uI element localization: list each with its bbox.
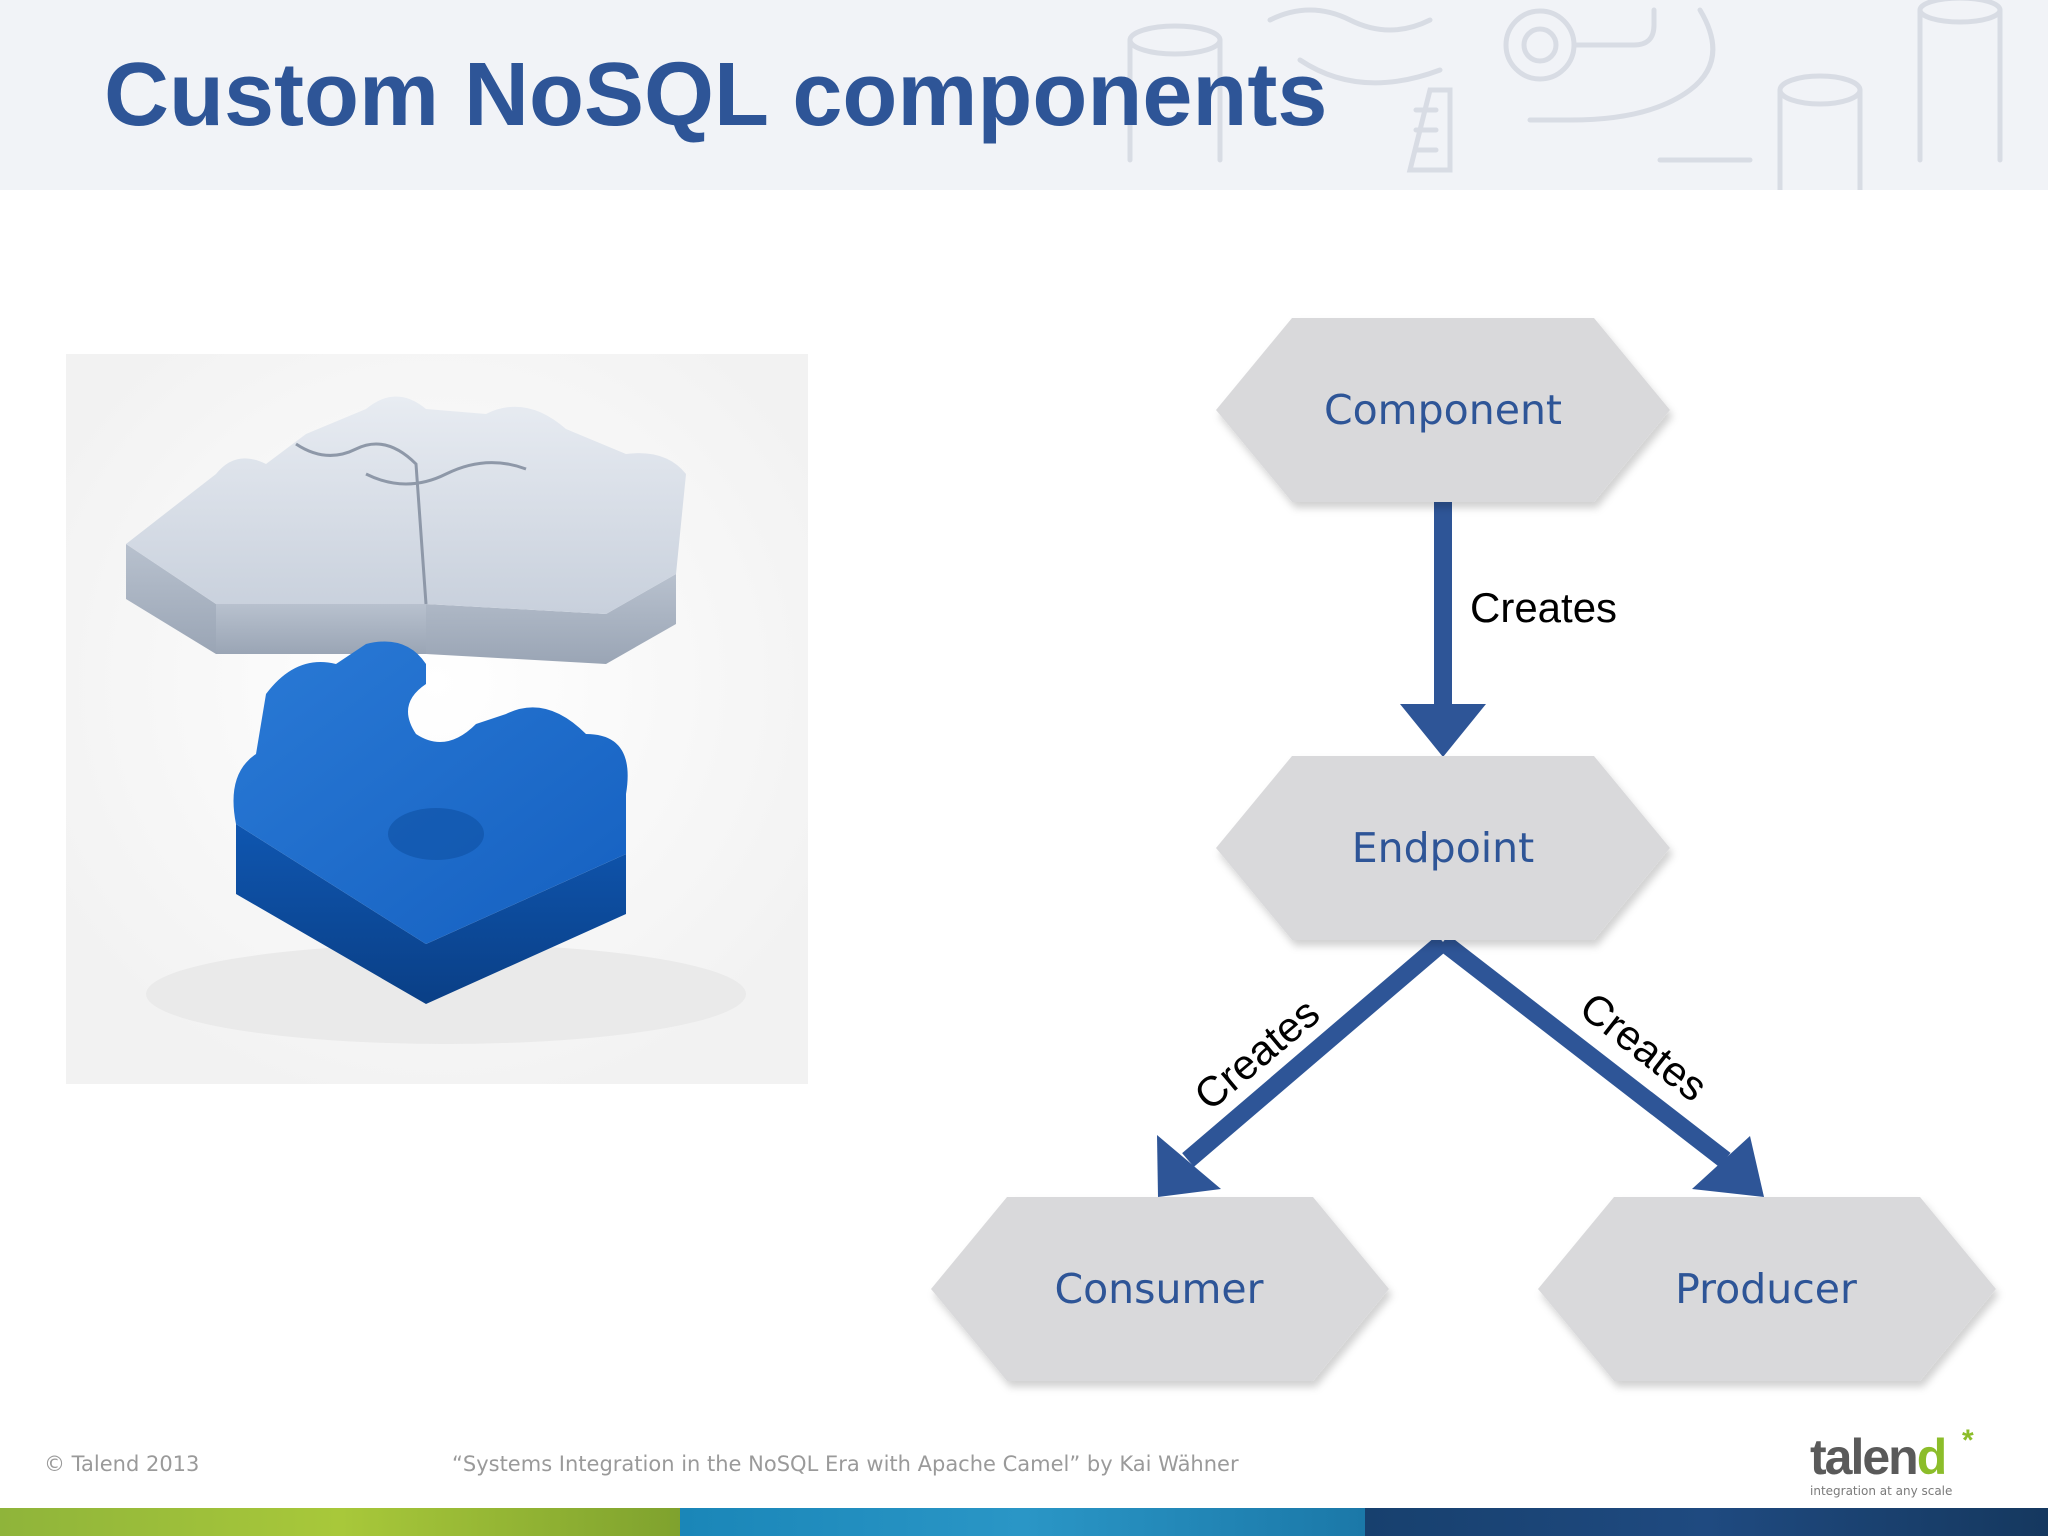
puzzle-pieces-image: [66, 354, 808, 1084]
node-component: Component: [1216, 318, 1670, 502]
arrow-endpoint-to-producer: [1437, 934, 1764, 1197]
bar-segment-navy: [1365, 1508, 2048, 1536]
footer-caption: “Systems Integration in the NoSQL Era wi…: [452, 1452, 1239, 1476]
logo-wordmark: talend: [1810, 1432, 1952, 1482]
node-component-label: Component: [1324, 386, 1562, 434]
logo-word-accent: d: [1916, 1429, 1948, 1485]
header-band: Custom NoSQL components: [0, 0, 2048, 190]
bar-segment-blue: [680, 1508, 1365, 1536]
node-producer-label: Producer: [1675, 1265, 1857, 1313]
node-endpoint-label: Endpoint: [1352, 824, 1534, 872]
edge-label-component-endpoint: Creates: [1470, 584, 1617, 631]
footer-copyright: © Talend 2013: [44, 1452, 200, 1476]
node-consumer: Consumer: [931, 1197, 1389, 1381]
slide-title: Custom NoSQL components: [104, 45, 1328, 145]
logo-word-main: talen: [1810, 1429, 1919, 1485]
bar-segment-green: [0, 1508, 680, 1536]
bottom-decorative-bar: [0, 1508, 2048, 1536]
talend-logo: talend * integration at any scale: [1810, 1424, 1974, 1498]
node-consumer-label: Consumer: [1054, 1265, 1263, 1313]
logo-tagline: integration at any scale: [1810, 1484, 1953, 1498]
logo-star-icon: *: [1962, 1424, 1974, 1457]
database-sketch-illustration: [1127, 0, 2003, 190]
arrow-component-to-endpoint: [1400, 500, 1486, 757]
arrow-endpoint-to-consumer: [1157, 935, 1449, 1197]
node-endpoint: Endpoint: [1216, 756, 1670, 940]
node-producer: Producer: [1538, 1197, 1996, 1381]
